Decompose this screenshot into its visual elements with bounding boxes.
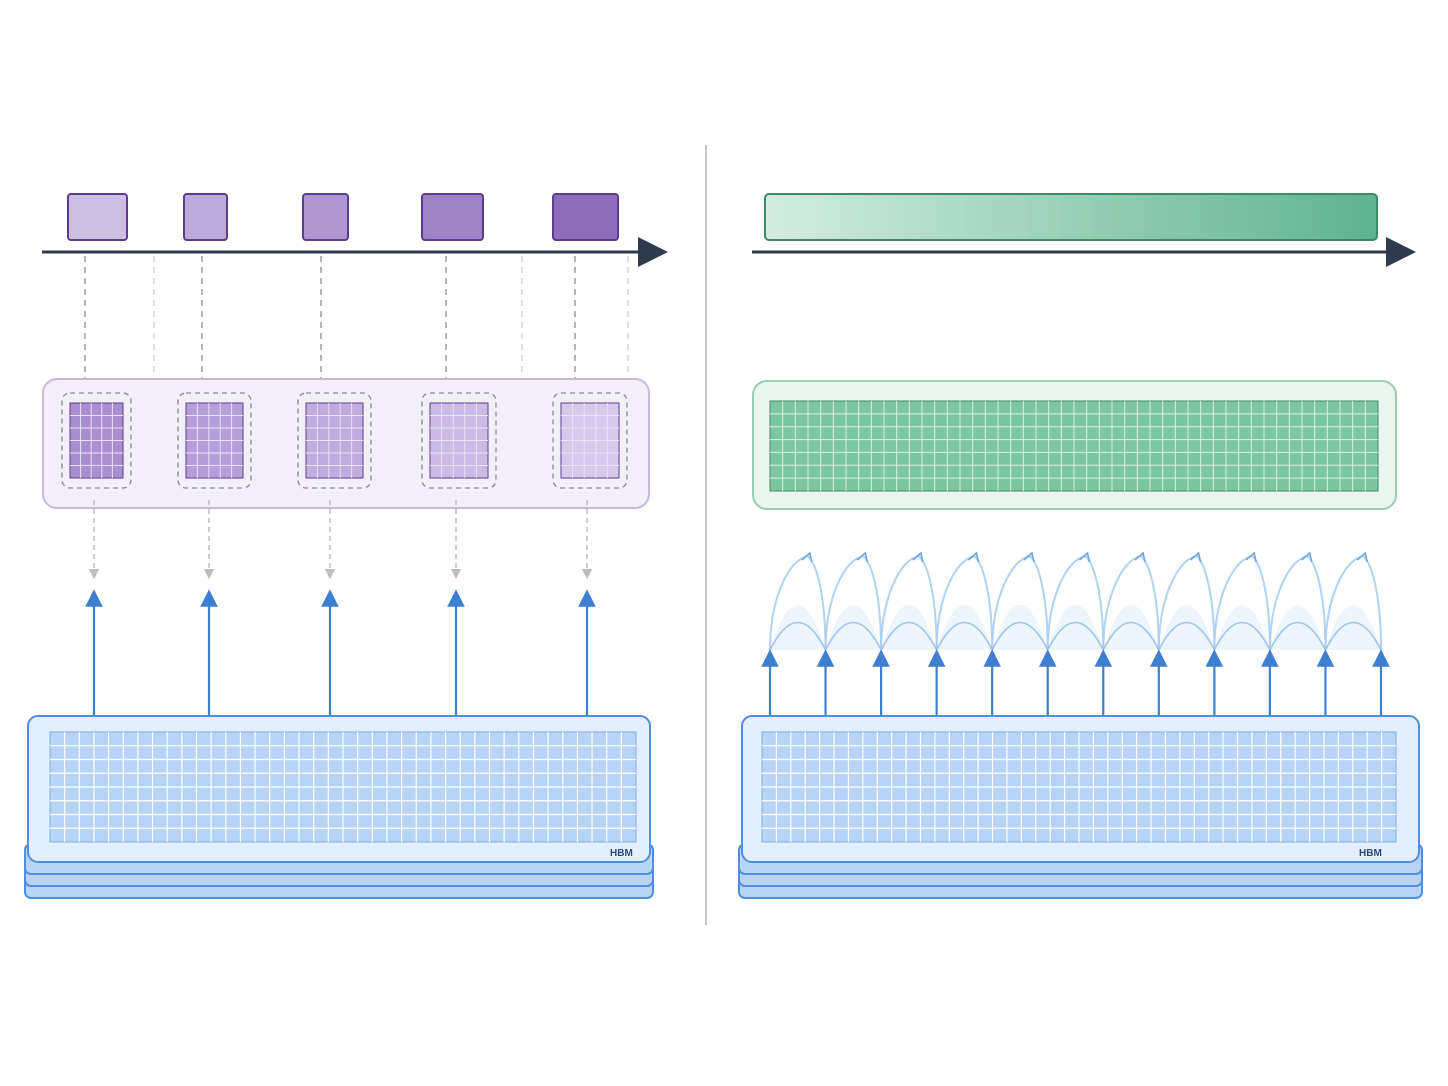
left-request-blocks — [67, 193, 619, 241]
tile-frame-5 — [552, 392, 628, 489]
right-memory-label: HBM — [1359, 848, 1382, 859]
right-fanout-halo — [769, 551, 1382, 651]
tile-frame-3 — [297, 392, 372, 489]
fanout-arc-upper-4 — [935, 555, 975, 651]
fanout-arc-lower-9 — [1213, 621, 1271, 651]
left-buffer-tiles — [61, 392, 628, 489]
fanout-halo-fill-7 — [1103, 605, 1159, 650]
fanout-arc-lower-10 — [1269, 621, 1327, 651]
fanout-arc-lower-1 — [769, 621, 827, 651]
fanout-arc-upper-2 — [824, 555, 864, 651]
fanout-halo-fill-3 — [881, 605, 937, 650]
right-buffer-grid — [769, 400, 1379, 492]
left-load-arrows — [85, 500, 596, 716]
fanout-arc-upper-5 — [991, 555, 1031, 651]
request-block-5 — [552, 193, 619, 241]
fanout-arc-tip-10 — [1301, 551, 1313, 563]
right-panel-contiguous-access — [738, 193, 1423, 899]
fanout-arc-tip-4 — [967, 551, 980, 563]
right-fanout-arrows — [761, 649, 1390, 716]
tile-frame-2 — [177, 392, 252, 489]
left-panel-scattered-access — [24, 193, 668, 899]
fanout-arc-lower-11 — [1324, 621, 1382, 651]
fanout-arc-upper-3 — [880, 555, 920, 651]
fanout-arc-lower-7 — [1102, 621, 1160, 651]
tile-frame-4 — [421, 392, 497, 489]
fanout-arc-lower-4 — [935, 621, 993, 651]
left-dashed-guides — [84, 256, 629, 392]
left-hbm-memory-stack — [24, 715, 654, 899]
request-block-1 — [67, 193, 128, 241]
fanout-halo-fill-4 — [936, 605, 993, 650]
right-hbm-memory-stack — [738, 715, 1423, 899]
fanout-arc-upper-7 — [1102, 555, 1142, 651]
fanout-arc-lower-6 — [1047, 621, 1104, 651]
fanout-arc-upper-11 — [1324, 555, 1364, 651]
fanout-arc-upper-6 — [1046, 555, 1086, 651]
fanout-arc-tip-7 — [1134, 551, 1146, 563]
fanout-arc-tip-9 — [1245, 551, 1257, 563]
fanout-halo-fill-11 — [1325, 605, 1381, 650]
fanout-arc-tip-1 — [801, 551, 813, 563]
tile-frame-1 — [61, 392, 132, 489]
fanout-arc-lower-2 — [824, 621, 882, 651]
fanout-arc-upper-9 — [1213, 555, 1253, 651]
fanout-arc-upper-8 — [1157, 555, 1197, 651]
left-memory-label: HBM — [610, 848, 633, 859]
fanout-arc-tip-11 — [1356, 551, 1369, 563]
fanout-halo-fill-1 — [770, 605, 826, 650]
fanout-arc-tip-2 — [856, 551, 869, 563]
request-block-2 — [183, 193, 228, 241]
fanout-arc-lower-3 — [880, 621, 938, 651]
fanout-arc-lower-8 — [1158, 621, 1216, 651]
fanout-halo-fill-5 — [992, 605, 1048, 650]
fanout-halo-fill-8 — [1158, 605, 1215, 650]
fanout-arc-lower-5 — [991, 621, 1049, 651]
fanout-halo-fill-10 — [1269, 605, 1326, 650]
fanout-arc-tip-6 — [1078, 551, 1091, 563]
fanout-arc-tip-5 — [1023, 551, 1035, 563]
request-block-4 — [421, 193, 484, 241]
fanout-halo-fill-6 — [1047, 605, 1104, 650]
fanout-arc-upper-1 — [769, 555, 809, 651]
fanout-halo-fill-2 — [825, 605, 882, 650]
right-contiguous-request-bar — [764, 193, 1378, 241]
fanout-halo-fill-9 — [1214, 605, 1270, 650]
fanout-arc-upper-10 — [1268, 555, 1308, 651]
fanout-arc-tip-3 — [912, 551, 924, 563]
fanout-arc-tip-8 — [1190, 551, 1202, 563]
request-block-3 — [302, 193, 349, 241]
